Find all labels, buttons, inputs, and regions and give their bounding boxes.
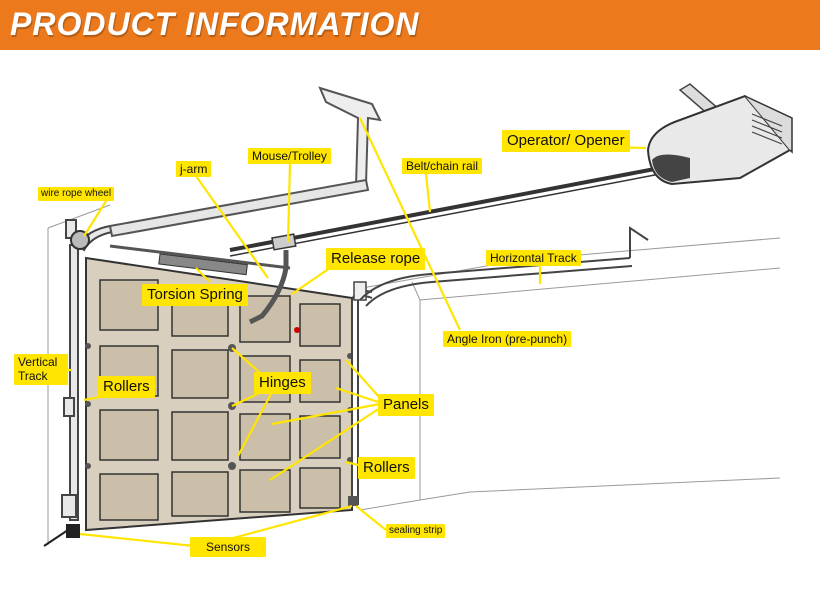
label-torsion-spring: Torsion Spring <box>142 284 248 306</box>
label-rollers-right: Rollers <box>358 457 415 479</box>
garage-door <box>85 256 353 532</box>
opener-vents <box>751 113 783 145</box>
panel <box>299 415 341 459</box>
floor-line <box>419 477 781 501</box>
right-bracket <box>353 281 367 301</box>
side-wall-floor <box>359 499 421 511</box>
belt-chain-rail <box>229 166 661 257</box>
header-banner: PRODUCT INFORMATION <box>0 0 820 50</box>
opener-unit <box>646 83 793 186</box>
label-sealing-strip: sealing strip <box>386 524 446 538</box>
panel <box>239 469 291 513</box>
label-hinges: Hinges <box>254 372 311 394</box>
panel <box>299 303 341 347</box>
label-operator-opener: Operator/ Opener <box>502 130 630 152</box>
panel <box>171 349 229 399</box>
label-sensors: Sensors <box>190 537 267 558</box>
cable <box>43 529 69 547</box>
label-rollers-left: Rollers <box>98 376 155 398</box>
angle-iron-bracket <box>108 86 382 238</box>
label-horizontal-track: Horizontal Track <box>486 250 581 267</box>
label-j-arm: j-arm <box>176 161 212 178</box>
door-panels <box>99 279 341 521</box>
label-vertical-track-line2: Track <box>18 369 48 384</box>
horizontal-track <box>359 226 649 307</box>
page-title: PRODUCT INFORMATION <box>10 6 420 42</box>
label-mouse-trolley: Mouse/Trolley <box>248 148 331 165</box>
lock-dot <box>294 327 300 333</box>
torsion-spring-bar <box>109 244 291 276</box>
panel <box>171 471 229 517</box>
label-belt-chain-rail: Belt/chain rail <box>402 158 483 175</box>
panel <box>99 473 159 521</box>
panel <box>171 411 229 461</box>
sensor-right <box>348 496 358 506</box>
label-vertical-track-line1: Vertical <box>18 355 58 369</box>
label-vertical-track: Vertical Track <box>14 354 68 385</box>
sensor-left <box>66 524 80 538</box>
label-panels: Panels <box>378 394 434 416</box>
left-wall-top <box>47 204 111 229</box>
label-angle-iron: Angle Iron (pre-punch) <box>443 331 572 348</box>
panel <box>239 295 291 343</box>
right-wall-line <box>419 267 781 301</box>
label-wire-rope-wheel: wire rope wheel <box>38 187 115 201</box>
label-release-rope: Release rope <box>326 248 426 270</box>
j-arm <box>248 250 289 325</box>
mouse-trolley <box>271 233 297 251</box>
panel <box>299 467 341 509</box>
panel <box>99 409 159 461</box>
